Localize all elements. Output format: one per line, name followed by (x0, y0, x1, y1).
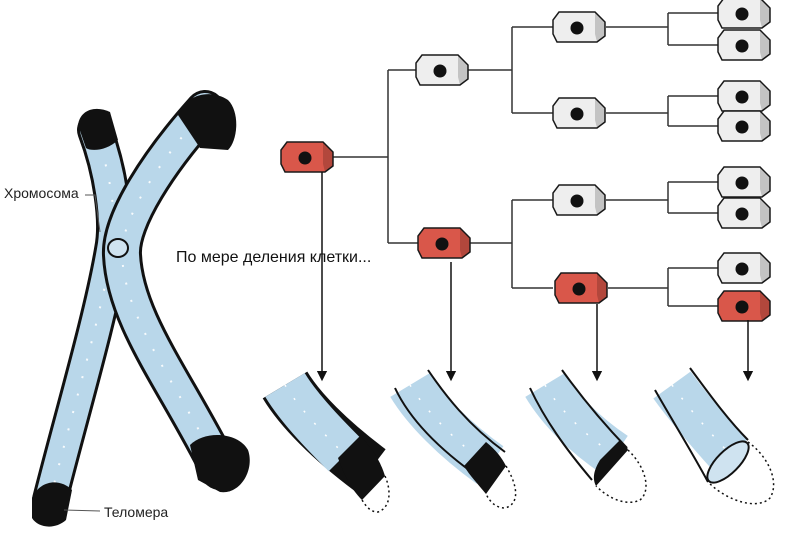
telomere-cap (338, 436, 385, 500)
chromosome-leader-line (85, 194, 101, 233)
telomere-cap-right-top (178, 94, 237, 150)
cell-shade (460, 228, 470, 258)
cell-icon (552, 184, 606, 216)
telomere-label: Теломера (104, 504, 169, 520)
cell-shade (323, 142, 333, 172)
chromatid-right (102, 90, 240, 490)
telomere-missing-outline (595, 449, 647, 504)
cell-nucleus (435, 237, 449, 251)
cell-nucleus (735, 90, 749, 104)
cell-nucleus (735, 176, 749, 190)
cell-nucleus (735, 300, 749, 314)
cell-icon (552, 11, 606, 43)
centromere (107, 238, 129, 258)
cell-nucleus (735, 207, 749, 221)
cell-nucleus (572, 282, 586, 296)
cell-nucleus (433, 64, 447, 78)
cell-icon (717, 0, 771, 29)
chromosome (32, 90, 250, 527)
cells (280, 0, 771, 322)
chromosome-cut-end (706, 440, 750, 484)
cell-icon (717, 29, 771, 61)
cell-icon (552, 97, 606, 129)
segment-4 (653, 367, 775, 505)
cell-shade (760, 111, 770, 141)
cell-nucleus (298, 151, 312, 165)
cell-icon (717, 252, 771, 284)
telomere-missing-outline (707, 441, 775, 505)
cell-icon (554, 272, 608, 304)
telomere-cap-right-bottom (190, 434, 250, 493)
cell-icon (717, 197, 771, 229)
telomere-cap-left-top (78, 108, 118, 150)
cell-shade (595, 12, 605, 42)
cell-nucleus (570, 107, 584, 121)
cell-shade (760, 30, 770, 60)
telomere-missing-outline (361, 475, 390, 513)
telomere-cap-left-bottom (32, 482, 72, 527)
division-tree-lines (332, 12, 718, 307)
cell-nucleus (570, 21, 584, 35)
caption-label: По мере деления клетки... (176, 249, 372, 266)
telomere-leader-line (63, 509, 101, 512)
cell-nucleus (735, 39, 749, 53)
telomere-missing-outline (485, 465, 517, 509)
cell-shade (760, 291, 770, 321)
cell-nucleus (735, 120, 749, 134)
telomere-cap (593, 440, 628, 486)
cell-shade (760, 253, 770, 283)
segment-1 (262, 371, 390, 513)
cell-icon (415, 54, 469, 86)
cell-shade (595, 185, 605, 215)
cell-shade (760, 0, 770, 28)
cell-icon (717, 80, 771, 112)
segment-2 (390, 369, 517, 509)
cell-nucleus (570, 194, 584, 208)
cell-shade (597, 273, 607, 303)
chromosome-label: Хромосома (4, 185, 79, 201)
telomere-cap (464, 442, 506, 494)
cell-icon (717, 290, 771, 322)
cell-icon (717, 166, 771, 198)
segment-3 (525, 369, 647, 504)
cell-shade (760, 167, 770, 197)
cell-icon (280, 141, 334, 173)
cell-icon (417, 227, 471, 259)
cell-shade (760, 81, 770, 111)
cell-icon (717, 110, 771, 142)
cell-shade (760, 198, 770, 228)
division-arrows (316, 172, 754, 382)
cell-shade (595, 98, 605, 128)
cell-shade (458, 55, 468, 85)
cell-nucleus (735, 7, 749, 21)
cell-nucleus (735, 262, 749, 276)
